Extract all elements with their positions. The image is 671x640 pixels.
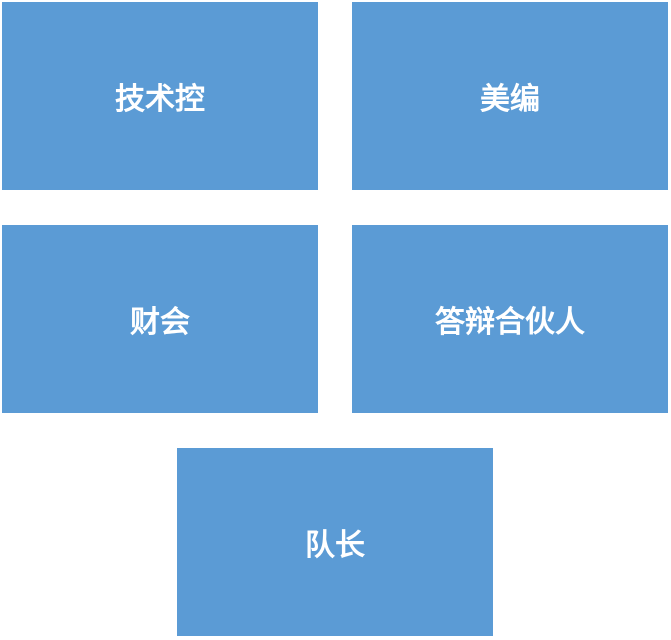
role-label: 答辩合伙人 <box>435 305 585 340</box>
role-label: 美编 <box>480 82 540 117</box>
role-label: 技术控 <box>115 82 205 117</box>
role-box-tech: 技术控 <box>2 2 318 190</box>
role-box-captain: 队长 <box>177 448 493 636</box>
role-box-finance: 财会 <box>2 225 318 413</box>
role-label: 财会 <box>130 305 190 340</box>
role-label: 队长 <box>305 528 365 563</box>
role-box-designer: 美编 <box>352 2 668 190</box>
role-box-defense-partner: 答辩合伙人 <box>352 225 668 413</box>
